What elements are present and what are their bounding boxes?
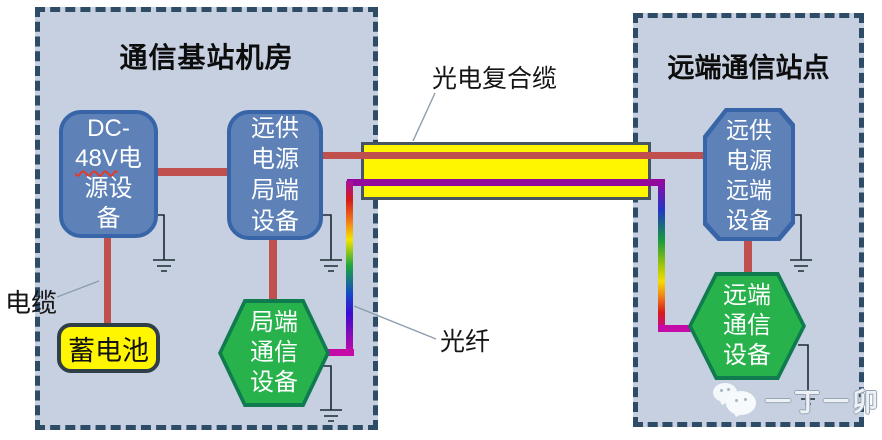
ground-icon [153, 214, 175, 272]
ground-icon [797, 344, 819, 405]
node-text-line: 局端 [251, 177, 299, 204]
node-text-line: 远端 [723, 282, 771, 309]
composite-cable-rect [361, 142, 651, 200]
fiber-right-elbow [658, 325, 693, 332]
local-comm-equipment-node: 局端 通信 设备 [218, 299, 330, 407]
cable-label: 电缆 [5, 288, 58, 318]
spellcheck-underline-text: 48V [75, 145, 118, 172]
bubble-eye [735, 399, 738, 402]
composite-cable-label: 光电复合缆 [432, 65, 558, 93]
fiber-rainbow-right [658, 183, 665, 332]
node-text-line: 通信 [723, 312, 771, 339]
fiber-left-elbow [328, 349, 354, 356]
chat-bubble-large [726, 391, 756, 415]
node-text-line: 局端 [250, 309, 298, 336]
node-text-line: DC- [87, 115, 130, 142]
ground-icon [320, 365, 342, 422]
fiber-rainbow-left [346, 181, 353, 353]
remote-comm-equipment-body: 远端 通信 设备 [692, 276, 802, 376]
node-text-line: 设备 [726, 206, 772, 233]
remote-feed-remote-end-node: 远供 电源 远端 设备 [703, 108, 795, 241]
remote-feed-local-end-node: 远供 电源 局端 设备 [227, 110, 323, 240]
ground-icon [320, 214, 342, 272]
battery-node: 蓄电池 [57, 323, 160, 373]
bubble-eye [744, 398, 747, 401]
node-text-line: 电源 [251, 146, 299, 173]
node-text-line: 源设 [84, 175, 133, 202]
watermark-text: 一丁一卯 [765, 386, 882, 417]
node-text-line: 设备 [250, 369, 298, 396]
dc-48v-power-equipment-node: DC- 48V电 源设 备 [59, 110, 158, 238]
bubble-eye [720, 389, 723, 392]
power-line-dc-to-battery [104, 236, 111, 327]
battery-label: 蓄电池 [68, 335, 149, 366]
watermark: 一丁一卯 [711, 381, 882, 424]
local-comm-equipment-body: 局端 通信 设备 [222, 303, 326, 403]
wechat-icon [711, 381, 761, 424]
node-text-line: 设备 [251, 208, 299, 235]
remote-feed-remote-end-body: 远供 电源 远端 设备 [707, 112, 791, 237]
right-panel-title: 远端通信站点 [667, 53, 830, 83]
power-line-remote-to-hex [744, 238, 752, 275]
ground-icon [790, 214, 812, 272]
fiber-label: 光纤 [440, 328, 491, 356]
node-text-line: 远供 [251, 115, 299, 142]
fiber-line-horizontal [347, 179, 665, 186]
node-text-line: 备 [96, 205, 121, 232]
node-text-segment: 电 [117, 145, 142, 172]
node-text-line: 电源 [726, 146, 772, 173]
bubble-eye [727, 388, 730, 391]
node-text-line: 远供 [726, 116, 772, 143]
node-text-line: 远端 [726, 176, 772, 203]
power-line-local-to-remote [320, 152, 707, 159]
left-panel-title: 通信基站机房 [119, 42, 294, 73]
node-text-line: 设备 [723, 342, 771, 369]
node-text-line: 48V电 [75, 144, 142, 174]
power-line-local-to-hex [269, 238, 277, 302]
power-line-dc-to-local [155, 168, 229, 176]
node-text-line: 通信 [250, 339, 298, 366]
remote-comm-equipment-node: 远端 通信 设备 [688, 272, 806, 380]
